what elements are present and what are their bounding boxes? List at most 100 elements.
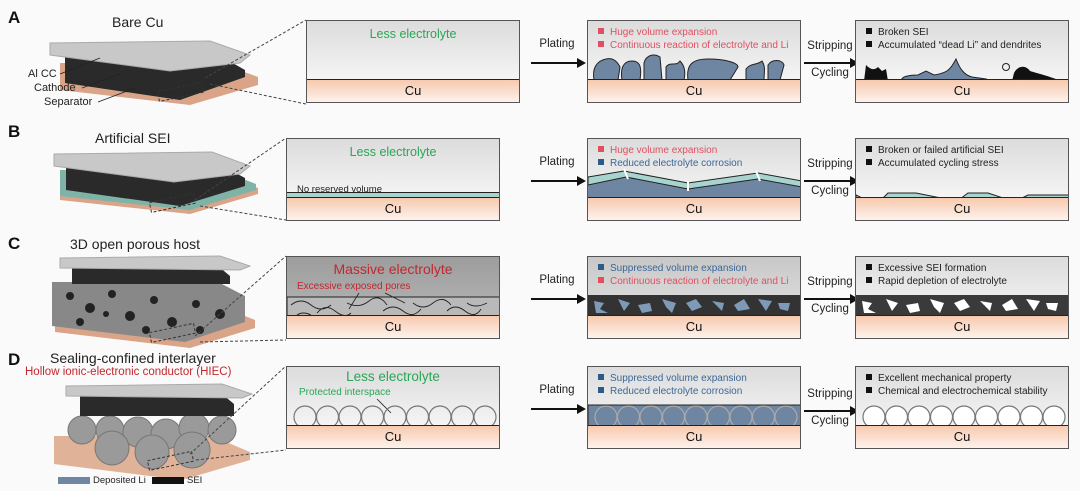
cycled-bullets: Excellent mechanical property Chemical a… [866, 372, 1048, 398]
host-filled-with-li [588, 295, 800, 318]
bullet-item: Accumulated cycling stress [866, 157, 1004, 170]
legend-swatch [58, 477, 90, 484]
cu-substrate: Cu [856, 197, 1068, 220]
label-leader-lines [59, 19, 307, 105]
plated-bullets: Suppressed volume expansion Continuous r… [598, 262, 788, 288]
initial-state-panel: Less electrolyte Protected interspace Cu [286, 366, 500, 449]
li-filled-spheres [588, 404, 800, 429]
zoom-guide-lines [189, 365, 287, 461]
battery-cell-illustration [49, 40, 258, 105]
row-title: 3D open porous host [70, 236, 200, 252]
zoom-guide-lines [194, 137, 287, 221]
cu-substrate: Cu [588, 197, 800, 220]
row-title: Artificial SEI [95, 130, 171, 146]
plated-state-panel: Suppressed volume expansion Continuous r… [587, 256, 801, 339]
no-reserved-volume-note: No reserved volume [297, 184, 383, 195]
row-title: Bare Cu [112, 14, 164, 30]
cu-substrate: Cu [287, 425, 499, 448]
arrow-head-icon [850, 406, 859, 416]
electrolyte-label: Massive electrolyte [333, 261, 453, 277]
arrow-head-icon [850, 294, 859, 304]
bullet-item: Huge volume expansion [598, 144, 742, 157]
dead-li-and-sei-residue [864, 57, 1061, 82]
cu-substrate: Cu [856, 425, 1068, 448]
stripping-label: Stripping [807, 388, 853, 400]
bullet-item: Broken or failed artificial SEI [866, 144, 1004, 157]
cycling-label: Cycling [811, 185, 849, 197]
cycling-label: Cycling [811, 415, 849, 427]
plated-state-panel: Suppressed volume expansion Reduced elec… [587, 366, 801, 449]
cu-substrate: Cu [588, 425, 800, 448]
label-separator: Separator [44, 96, 93, 108]
thick-sei-host [856, 295, 1068, 318]
initial-state-panel: Massive electrolyte Excessive exposed po… [286, 256, 500, 339]
cycling-label: Cycling [811, 67, 849, 79]
electrolyte-label: Less electrolyte [346, 369, 440, 384]
plated-state-panel: Huge volume expansion Reduced electrolyt… [587, 138, 801, 221]
legend-swatch [152, 477, 184, 484]
plated-bullets: Suppressed volume expansion Reduced elec… [598, 372, 747, 398]
stripping-label: Stripping [807, 276, 853, 288]
bullet-item: Excessive SEI formation [866, 262, 1007, 275]
row-subtitle: Hollow ionic-electronic conductor (HIEC) [25, 366, 232, 378]
bullet-item: Reduced electrolyte corrosion [598, 157, 742, 170]
cu-substrate: Cu [588, 315, 800, 338]
artificial-sei-layer [287, 192, 499, 198]
bullet-item: Rapid depletion of electrolyte [866, 275, 1007, 288]
plating-label: Plating [539, 274, 575, 286]
panel-letter: D [8, 350, 21, 369]
row-3d-porous-host: C 3D open porous host Massive electrolyt… [0, 234, 1080, 354]
cycled-bullets: Broken or failed artificial SEI Accumula… [866, 144, 1004, 170]
cycled-state-panel: Broken or failed artificial SEI Accumula… [855, 138, 1069, 221]
cu-substrate: Cu [588, 79, 800, 102]
battery-cell-illustration [53, 151, 258, 214]
arrow-head-icon [577, 58, 586, 68]
bullet-item: Excellent mechanical property [866, 372, 1048, 385]
porous-host-block [52, 282, 245, 342]
cycled-bullets: Excessive SEI formation Rapid depletion … [866, 262, 1007, 288]
bullet-item: Broken SEI [866, 26, 1041, 39]
excessive-pores-note: Excessive exposed pores [297, 281, 411, 292]
initial-state-panel: Less electrolyte Cu [306, 20, 520, 103]
bullet-item: Reduced electrolyte corrosion [598, 385, 747, 398]
cycled-state-panel: Excellent mechanical property Chemical a… [855, 366, 1069, 449]
initial-state-panel: Less electrolyte No reserved volume Cu [286, 138, 500, 221]
bullet-item: Huge volume expansion [598, 26, 788, 39]
row-sealing-confined-interlayer: D Sealing-confined interlayer Hollow ion… [0, 350, 1080, 491]
panel-letter: A [8, 8, 21, 27]
legend-deposited-li: Deposited Li [58, 475, 146, 486]
plated-bullets: Huge volume expansion Reduced electrolyt… [598, 144, 742, 170]
label-cathode: Cathode [34, 82, 76, 94]
label-al-cc: Al CC [28, 68, 57, 80]
legend-sei: SEI [152, 475, 202, 486]
plating-label: Plating [539, 384, 575, 396]
deposited-li-dendrites [593, 54, 785, 81]
bullet-item: Continuous reaction of electrolyte and L… [598, 39, 788, 52]
bullet-item: Suppressed volume expansion [598, 262, 788, 275]
arrow-head-icon [850, 58, 859, 68]
plated-bullets: Huge volume expansion Continuous reactio… [598, 26, 788, 52]
cycled-state-panel: Excessive SEI formation Rapid depletion … [855, 256, 1069, 339]
bullet-item: Continuous reaction of electrolyte and L… [598, 275, 788, 288]
zoom-guide-lines [194, 255, 287, 343]
al-current-collector [49, 40, 252, 72]
stripping-label: Stripping [807, 40, 853, 52]
electrolyte-label: Less electrolyte [369, 27, 457, 41]
protected-interspace-note: Protected interspace [299, 387, 391, 398]
bullet-item: Accumulated “dead Li” and dendrites [866, 39, 1041, 52]
stripping-label: Stripping [807, 158, 853, 170]
plating-label: Plating [539, 156, 575, 168]
plating-label: Plating [539, 38, 575, 50]
cu-substrate: Cu [287, 315, 499, 338]
bullet-item: Suppressed volume expansion [598, 372, 747, 385]
arrow-head-icon [577, 294, 586, 304]
cycled-state-panel: Broken SEI Accumulated “dead Li” and den… [855, 20, 1069, 103]
battery-cell-illustration [52, 255, 255, 348]
cu-substrate: Cu [856, 315, 1068, 338]
cycling-label: Cycling [811, 303, 849, 315]
plated-li-with-cracked-sei [588, 168, 800, 200]
row-artificial-sei: B Artificial SEI Less electrolyte No res… [0, 118, 1080, 236]
row-title: Sealing-confined interlayer [50, 350, 216, 366]
cu-substrate: Cu [307, 79, 519, 102]
row-bare-cu: A Bare Cu Al CC Cathode Separator Less e… [0, 0, 1080, 118]
